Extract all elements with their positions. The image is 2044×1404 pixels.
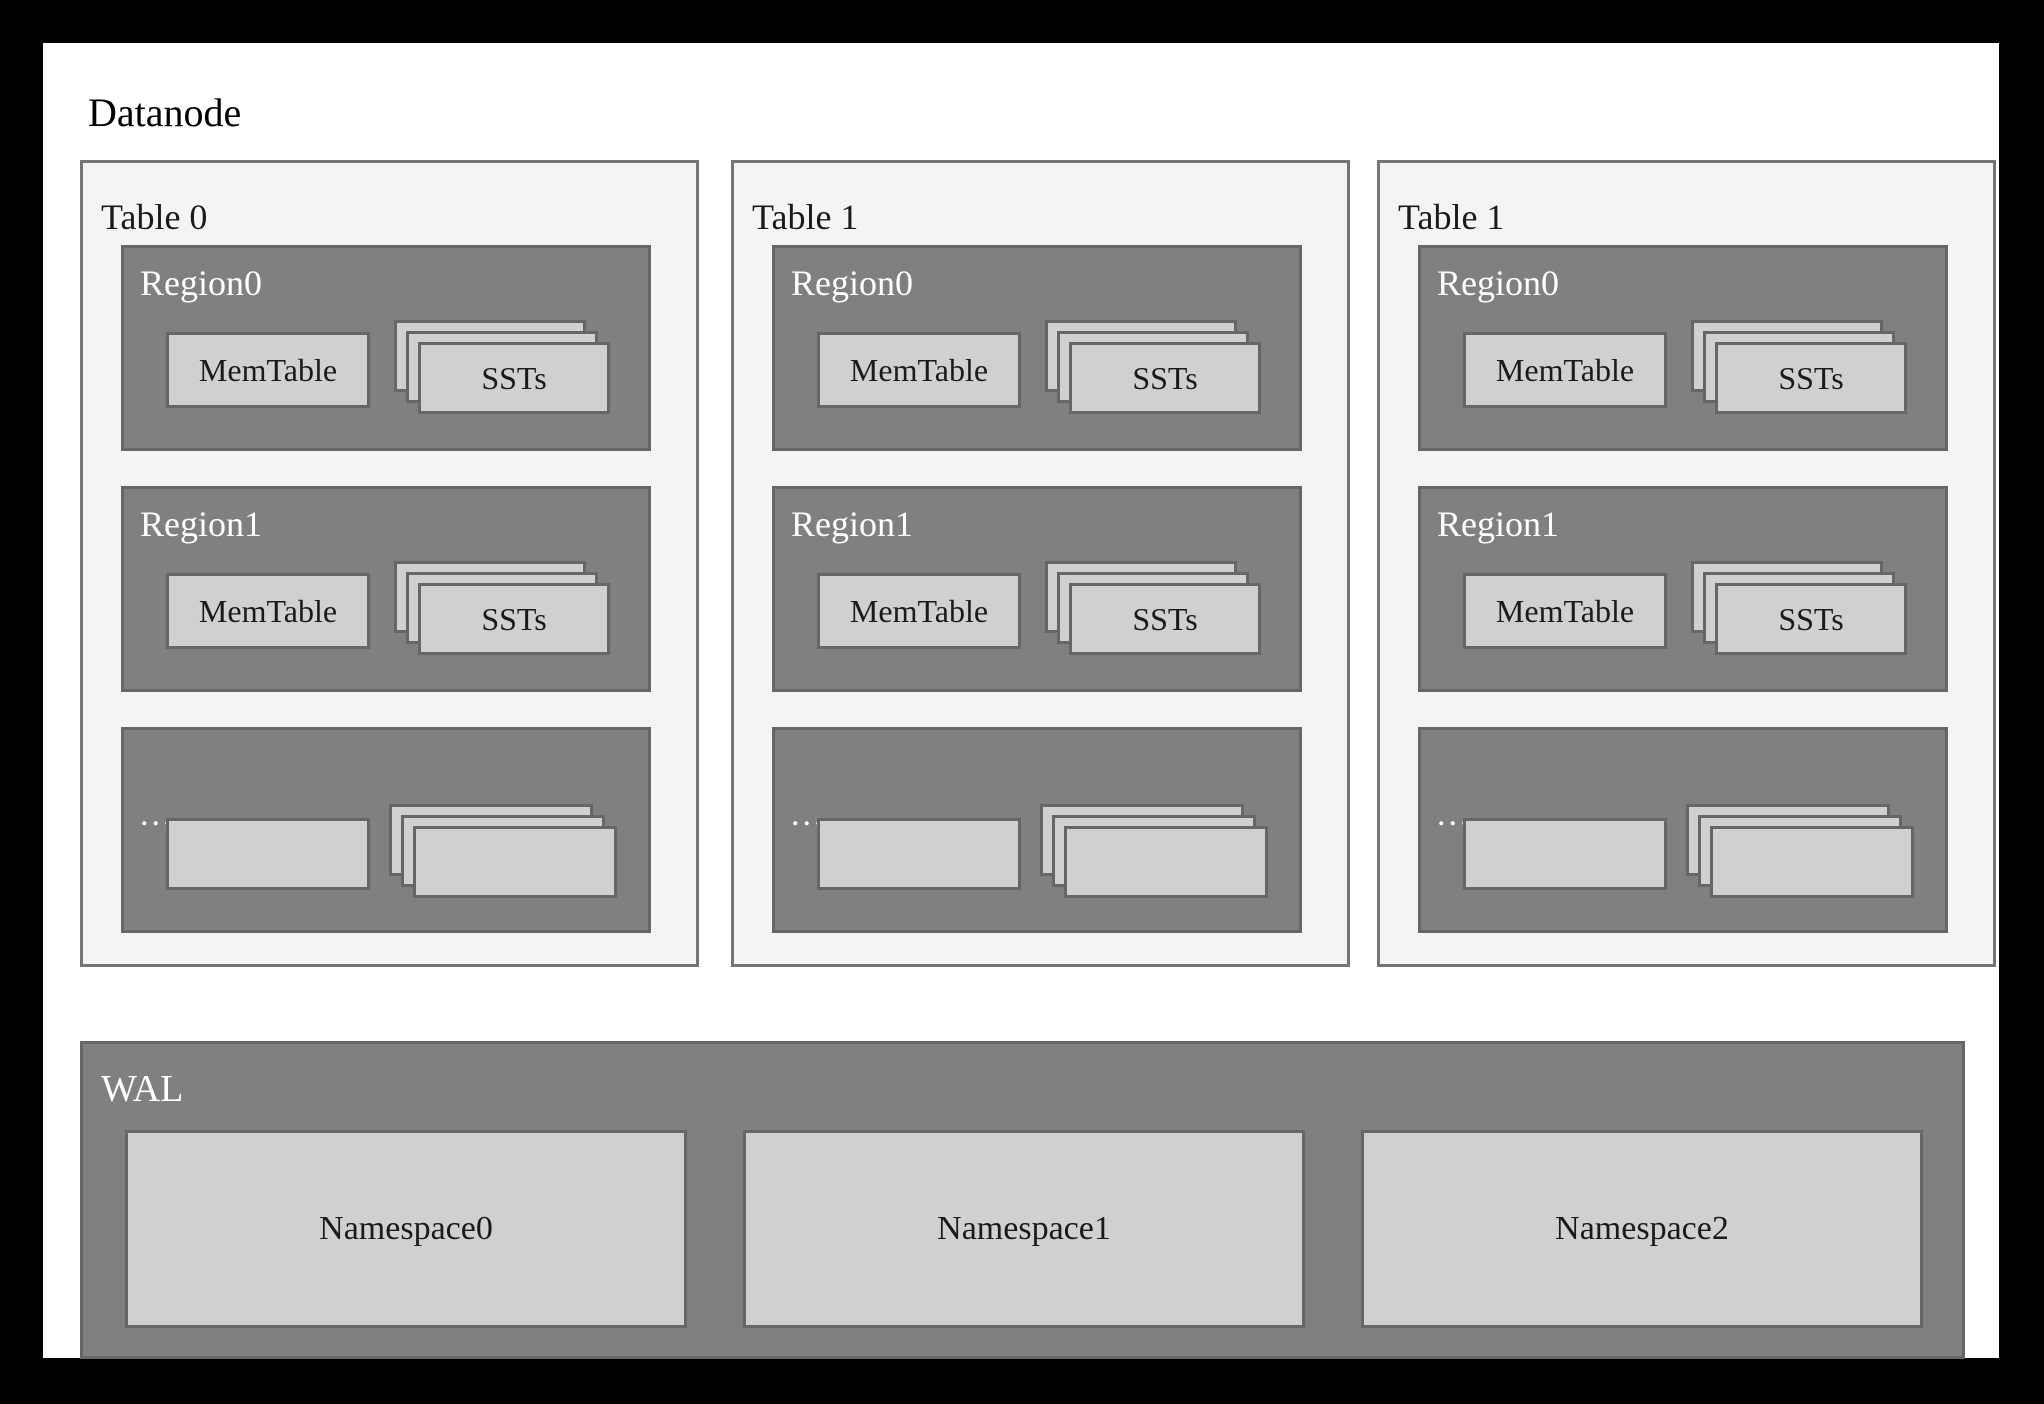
table-title: Table 0 — [101, 197, 208, 237]
region-box[interactable]: Region1 MemTable SSTs — [121, 486, 651, 692]
memtable-box-blank[interactable] — [166, 818, 370, 890]
table-title: Table 1 — [1398, 197, 1505, 237]
region-title: Region0 — [791, 263, 913, 303]
ssts-stack-blank[interactable] — [1040, 804, 1272, 902]
ssts-stack[interactable]: SSTs — [1045, 561, 1261, 657]
wal-title: WAL — [101, 1068, 184, 1110]
region-box-more[interactable]: ... — [1418, 727, 1948, 933]
ssts-stack[interactable]: SSTs — [394, 561, 610, 657]
tables-row: Table 0 Region0 MemTable SSTs Region1 Me… — [80, 160, 1996, 1007]
table-panel[interactable]: Table 0 Region0 MemTable SSTs Region1 Me… — [80, 160, 699, 967]
sst-sheet-front[interactable]: SSTs — [418, 583, 610, 655]
ssts-stack[interactable]: SSTs — [394, 320, 610, 416]
sst-sheet-front[interactable]: SSTs — [1069, 342, 1261, 414]
region-box[interactable]: Region0 MemTable SSTs — [772, 245, 1302, 451]
ssts-stack[interactable]: SSTs — [1691, 561, 1907, 657]
region-box[interactable]: Region1 MemTable SSTs — [772, 486, 1302, 692]
ssts-stack[interactable]: SSTs — [1691, 320, 1907, 416]
sst-sheet-front[interactable]: SSTs — [418, 342, 610, 414]
namespace-box[interactable]: Namespace2 — [1361, 1130, 1923, 1328]
table-panel[interactable]: Table 1 Region0 MemTable SSTs Region1 Me… — [1377, 160, 1996, 967]
memtable-box-blank[interactable] — [1463, 818, 1667, 890]
table-panel[interactable]: Table 1 Region0 MemTable SSTs Region1 Me… — [731, 160, 1350, 967]
ssts-stack-blank[interactable] — [389, 804, 621, 902]
region-box[interactable]: Region0 MemTable SSTs — [1418, 245, 1948, 451]
memtable-box[interactable]: MemTable — [1463, 573, 1667, 649]
datanode-title: Datanode — [88, 90, 242, 135]
memtable-box[interactable]: MemTable — [817, 332, 1021, 408]
memtable-box[interactable]: MemTable — [166, 332, 370, 408]
sst-sheet-front[interactable] — [1710, 826, 1914, 898]
region-box[interactable]: Region0 MemTable SSTs — [121, 245, 651, 451]
datanode-container: Datanode Table 0 Region0 MemTable SSTs R… — [43, 43, 1999, 1359]
sst-sheet-front[interactable] — [413, 826, 617, 898]
region-title: Region0 — [140, 263, 262, 303]
sst-sheet-front[interactable]: SSTs — [1069, 583, 1261, 655]
memtable-box-blank[interactable] — [817, 818, 1021, 890]
region-title: Region1 — [1437, 504, 1559, 544]
region-title: Region0 — [1437, 263, 1559, 303]
memtable-box[interactable]: MemTable — [817, 573, 1021, 649]
memtable-box[interactable]: MemTable — [1463, 332, 1667, 408]
memtable-box[interactable]: MemTable — [166, 573, 370, 649]
namespace-box[interactable]: Namespace1 — [743, 1130, 1305, 1328]
region-title: Region1 — [140, 504, 262, 544]
ssts-stack[interactable]: SSTs — [1045, 320, 1261, 416]
sst-sheet-front[interactable]: SSTs — [1715, 583, 1907, 655]
sst-sheet-front[interactable] — [1064, 826, 1268, 898]
region-title: Region1 — [791, 504, 913, 544]
region-box-more[interactable]: ... — [121, 727, 651, 933]
namespace-box[interactable]: Namespace0 — [125, 1130, 687, 1328]
region-box[interactable]: Region1 MemTable SSTs — [1418, 486, 1948, 692]
ssts-stack-blank[interactable] — [1686, 804, 1918, 902]
table-title: Table 1 — [752, 197, 859, 237]
region-box-more[interactable]: ... — [772, 727, 1302, 933]
sst-sheet-front[interactable]: SSTs — [1715, 342, 1907, 414]
wal-container[interactable]: WAL Namespace0 Namespace1 Namespace2 — [80, 1041, 1965, 1359]
